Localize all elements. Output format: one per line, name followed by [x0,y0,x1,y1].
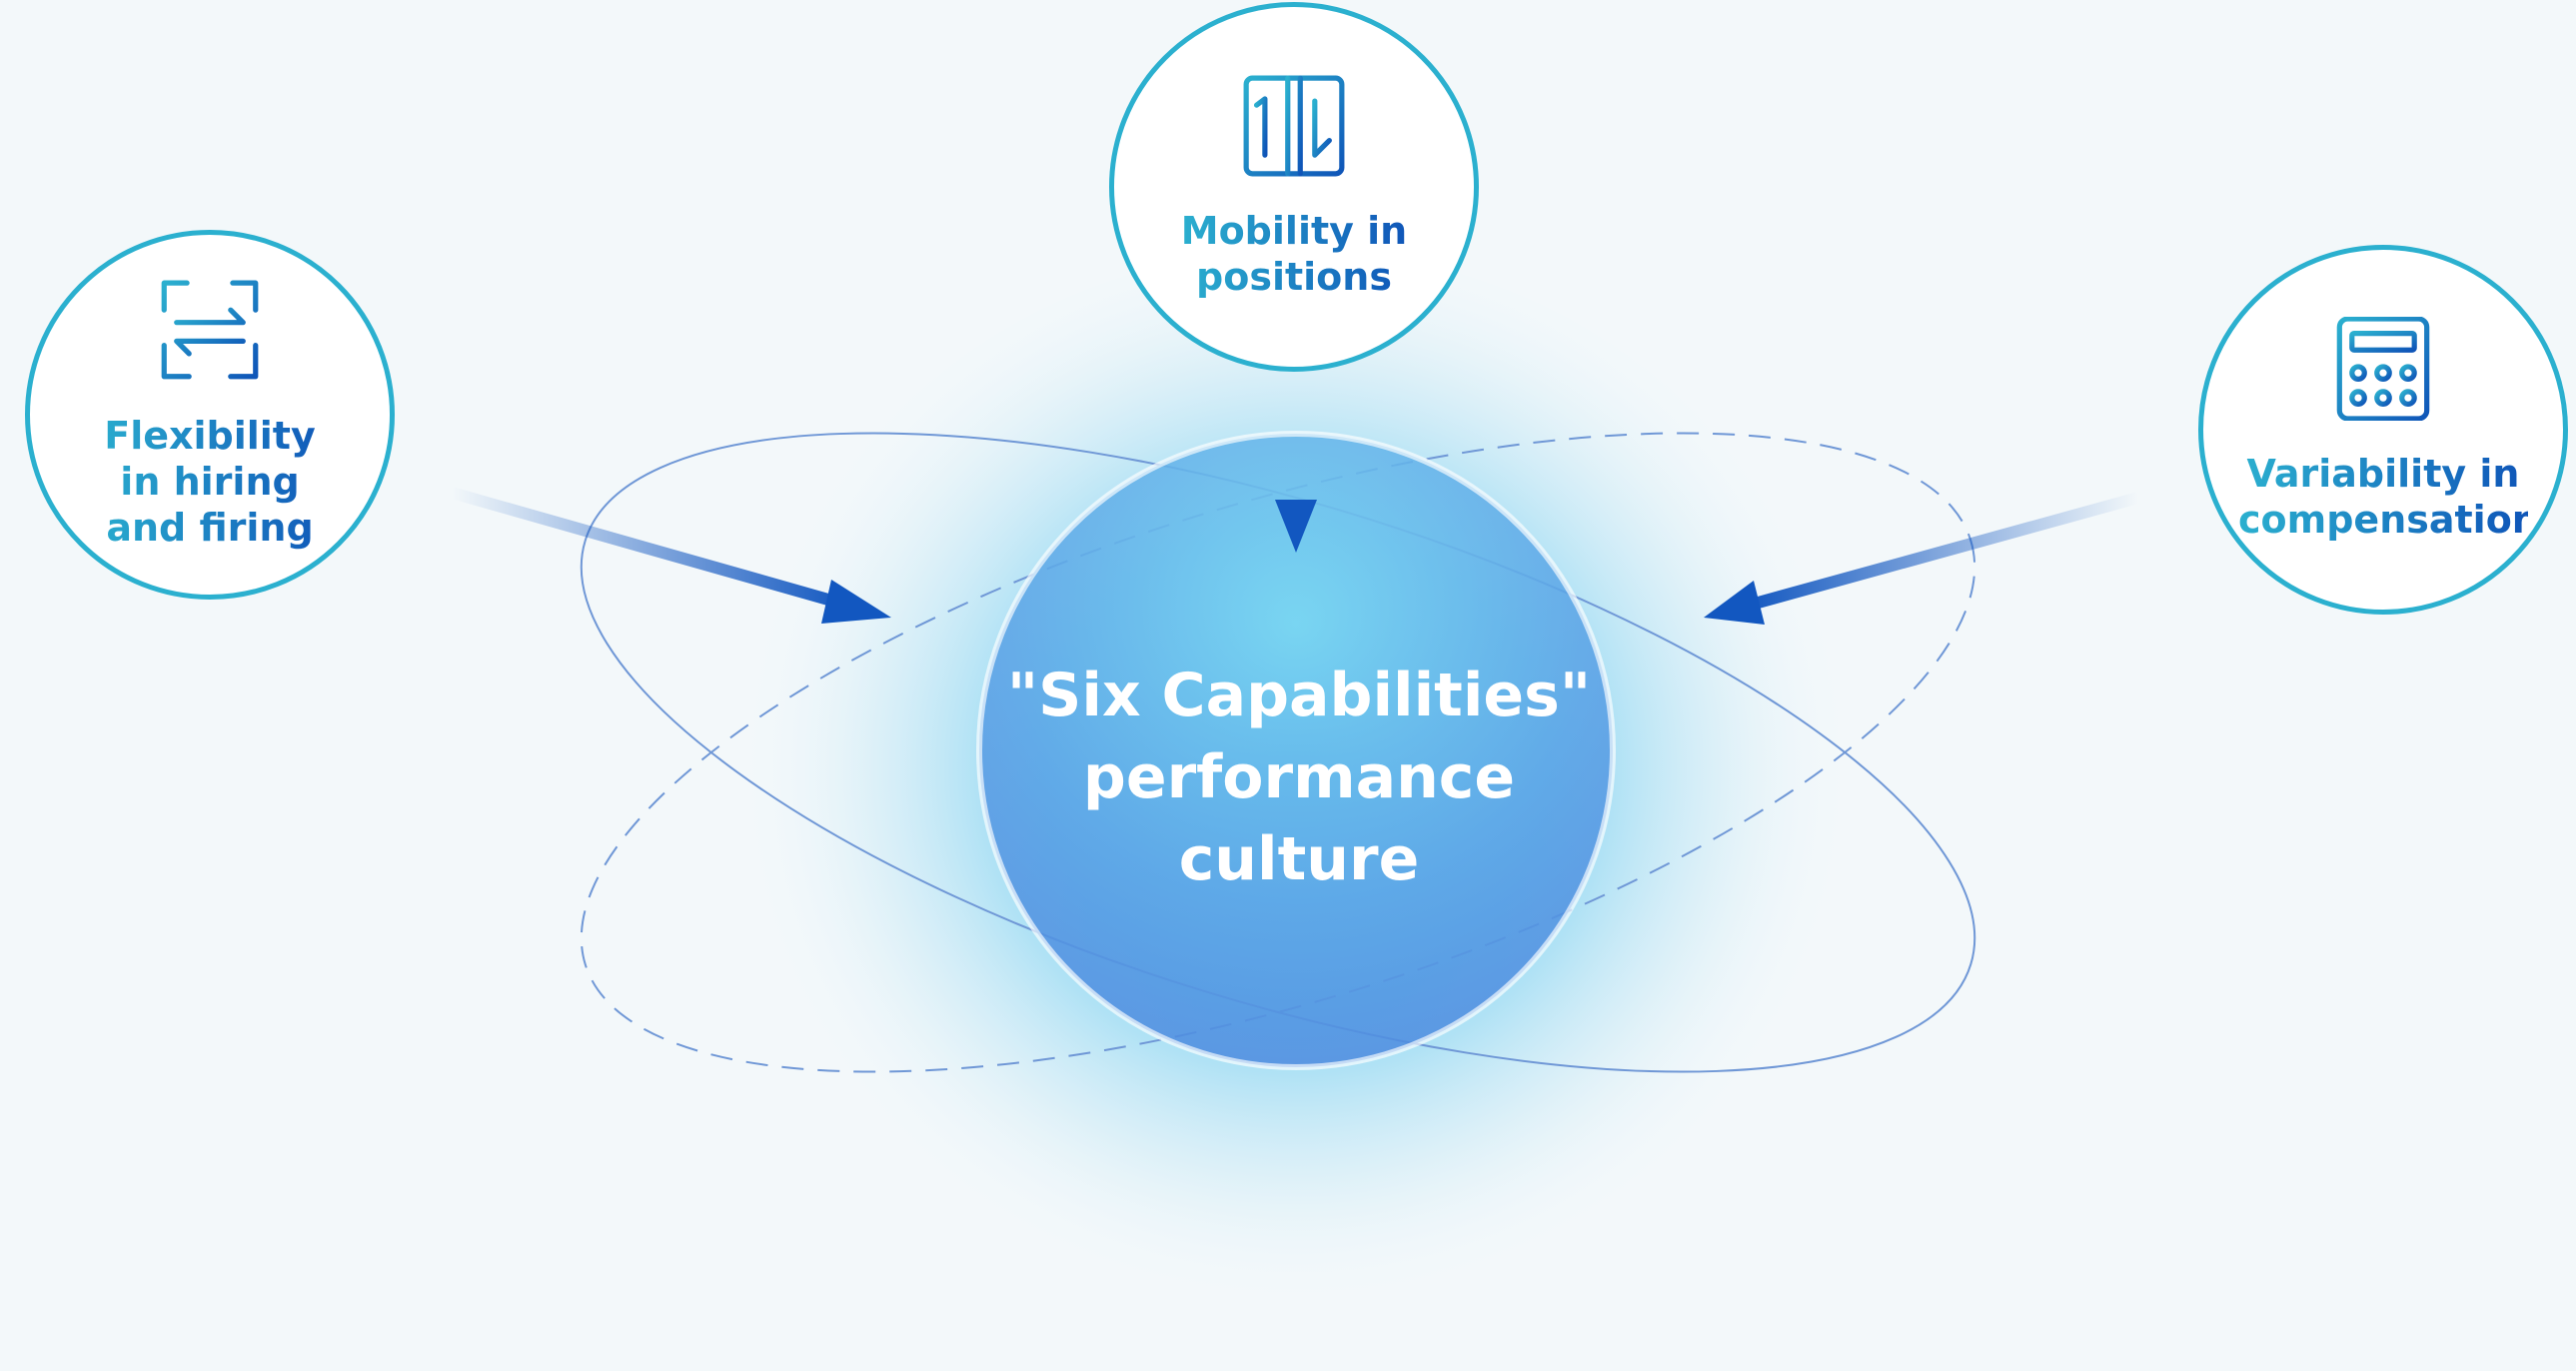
calculator-icon [2336,317,2430,421]
node-label: Flexibility in hiring and firing [85,413,335,551]
node-variability: Variability in compensation [2198,245,2568,615]
node-label: Variability in compensation [2238,452,2539,542]
node-label: Mobility in positions [1180,209,1408,299]
node-flexibility: Flexibility in hiring and firing [25,230,395,600]
swap-arrows-frame-icon [161,280,259,380]
center-title-line1: "Six Capabilities" [1006,661,1592,730]
node-mobility: Mobility in positions [1109,2,1479,372]
arrow-right [1704,492,2140,625]
elevator-doors-icon [1243,75,1345,177]
arrow-top [1275,395,1317,553]
center-title: "Six Capabilities" performance culture [979,655,1619,900]
arrow-left [450,487,891,624]
center-title-line2: performance [1082,742,1516,812]
center-title-line3: culture [1178,824,1420,894]
